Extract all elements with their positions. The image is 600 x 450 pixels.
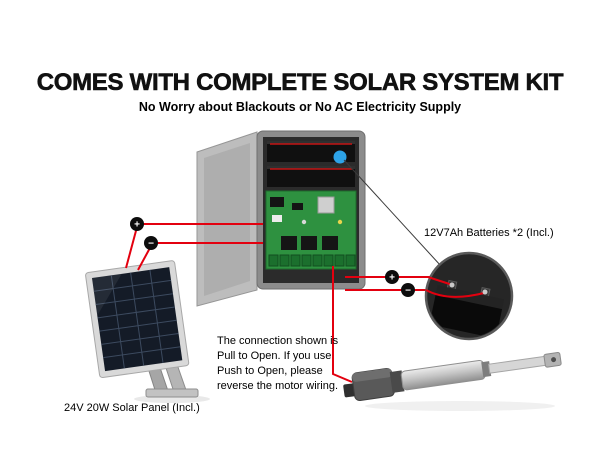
callout-leader-line (343, 159, 442, 267)
wire-motor (332, 266, 353, 383)
actuator-tube (400, 360, 486, 391)
terminal-strip (268, 254, 356, 267)
plus-symbol: + (134, 220, 140, 231)
blue-dot (333, 150, 347, 164)
plus-symbol: + (389, 273, 395, 284)
wire-positive-left (125, 226, 138, 269)
actuator-gearbox (389, 370, 405, 393)
page-title: COMES WITH COMPLETE SOLAR SYSTEM KIT (36, 69, 564, 97)
relay (281, 236, 297, 250)
relay (322, 236, 338, 250)
minus-badge-left: − (144, 236, 158, 250)
wire-negative-terminal (425, 289, 485, 298)
relay (301, 236, 317, 250)
wiring-note: The connection shown is Pull to Open. If… (217, 335, 339, 392)
wire-positive-terminal (427, 276, 452, 286)
solar-panel (85, 260, 190, 378)
solar-panel-wires (125, 223, 263, 271)
plus-badge-left: + (130, 217, 144, 231)
control-box-lid (196, 131, 258, 307)
battery-terminal (449, 282, 455, 288)
minus-symbol: − (148, 239, 154, 250)
battery-closeup (429, 279, 505, 337)
linear-actuator (343, 352, 562, 401)
battery-terminal (482, 289, 488, 295)
minus-symbol: − (405, 286, 411, 297)
solar-panel-label: 24V 20W Solar Panel (Incl.) (64, 402, 200, 414)
battery-pack (267, 141, 355, 187)
minus-badge-right: − (401, 283, 415, 297)
page-subtitle: No Worry about Blackouts or No AC Electr… (138, 100, 462, 114)
circuit-board (265, 190, 357, 270)
actuator-rod (488, 355, 548, 374)
wire-negative-left (137, 245, 152, 271)
battery-callout (424, 251, 514, 341)
heatsink (317, 196, 335, 214)
batteries-label: 12V7Ah Batteries *2 (Incl.) (424, 227, 554, 239)
plus-badge-right: + (385, 270, 399, 284)
solar-cell-grid (93, 269, 181, 369)
